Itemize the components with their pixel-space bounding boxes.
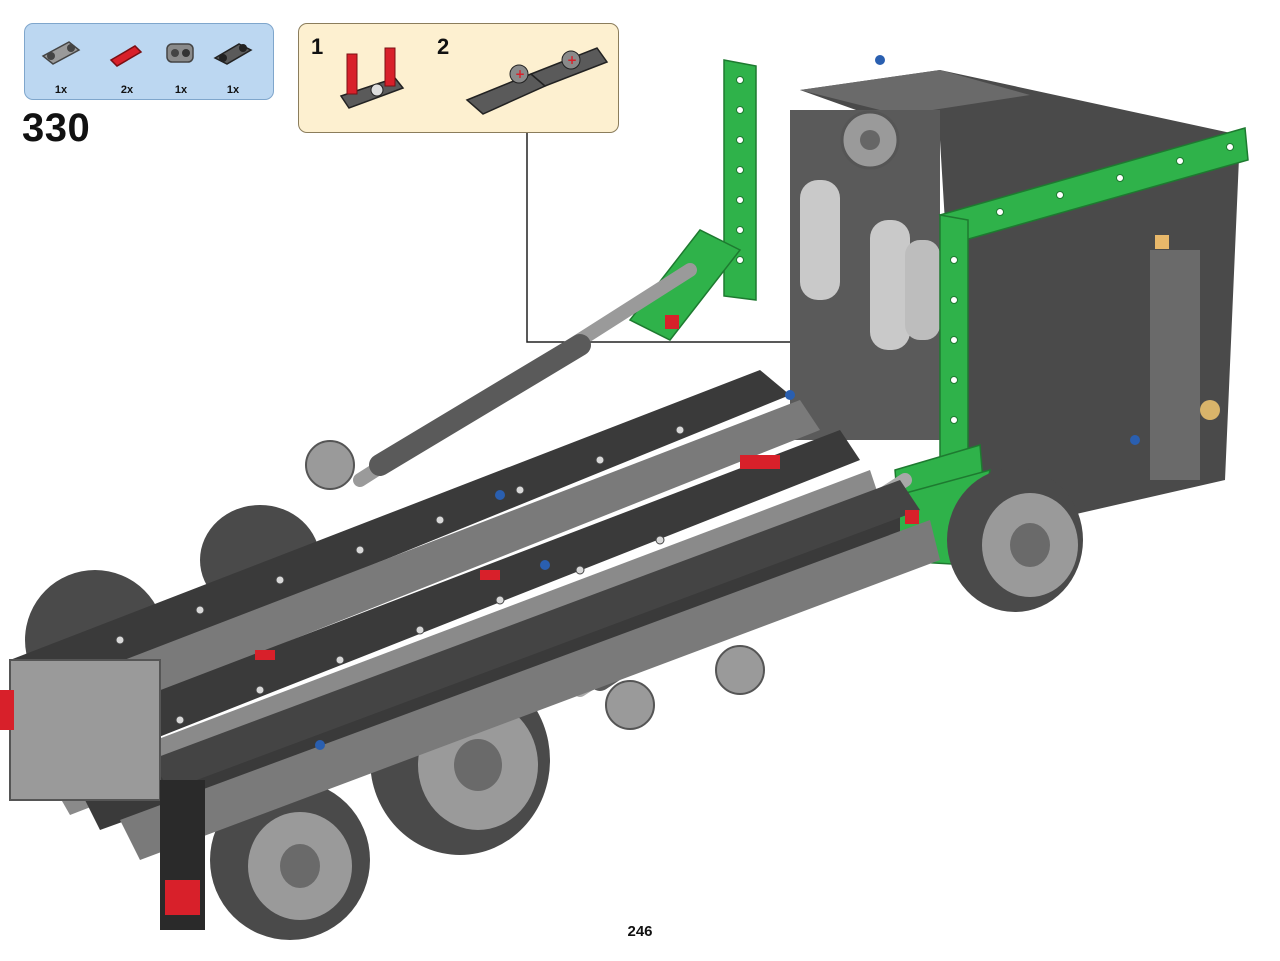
dark-gray-connector-icon	[213, 43, 253, 65]
red-axle-pin-icon	[109, 45, 143, 67]
substep-number: 1	[311, 34, 324, 59]
page-number: 246	[627, 923, 653, 940]
part-quantity: 2x	[120, 84, 134, 96]
part-item: 1x	[155, 34, 207, 96]
gears	[305, 440, 765, 730]
part-item: 2x	[101, 34, 153, 96]
truck-cab	[790, 70, 1240, 520]
svg-text:+: +	[567, 53, 577, 67]
part-quantity: 1x	[226, 84, 240, 96]
accent-pins	[255, 55, 1140, 750]
gray-connector-beam-icon	[41, 41, 81, 65]
parts-list-box: 1x 2x 1x 1x	[24, 23, 274, 100]
chassis-holes	[115, 425, 685, 725]
part-item: 1x	[35, 34, 87, 96]
part-quantity: 1x	[174, 84, 188, 96]
step-number: 330	[22, 106, 91, 150]
subassembly-box: 1 2 + +	[298, 23, 619, 133]
gray-small-connector-icon	[166, 43, 194, 63]
part-quantity: 1x	[54, 84, 68, 96]
chassis-rails	[0, 370, 940, 930]
svg-text:+: +	[515, 67, 525, 81]
part-item: 1x	[207, 34, 259, 96]
frame-holes	[736, 76, 1234, 424]
substep-1-assembly-icon	[339, 47, 405, 109]
substep-number: 2	[437, 34, 450, 59]
substep-2-assembly-icon: + +	[465, 47, 609, 115]
